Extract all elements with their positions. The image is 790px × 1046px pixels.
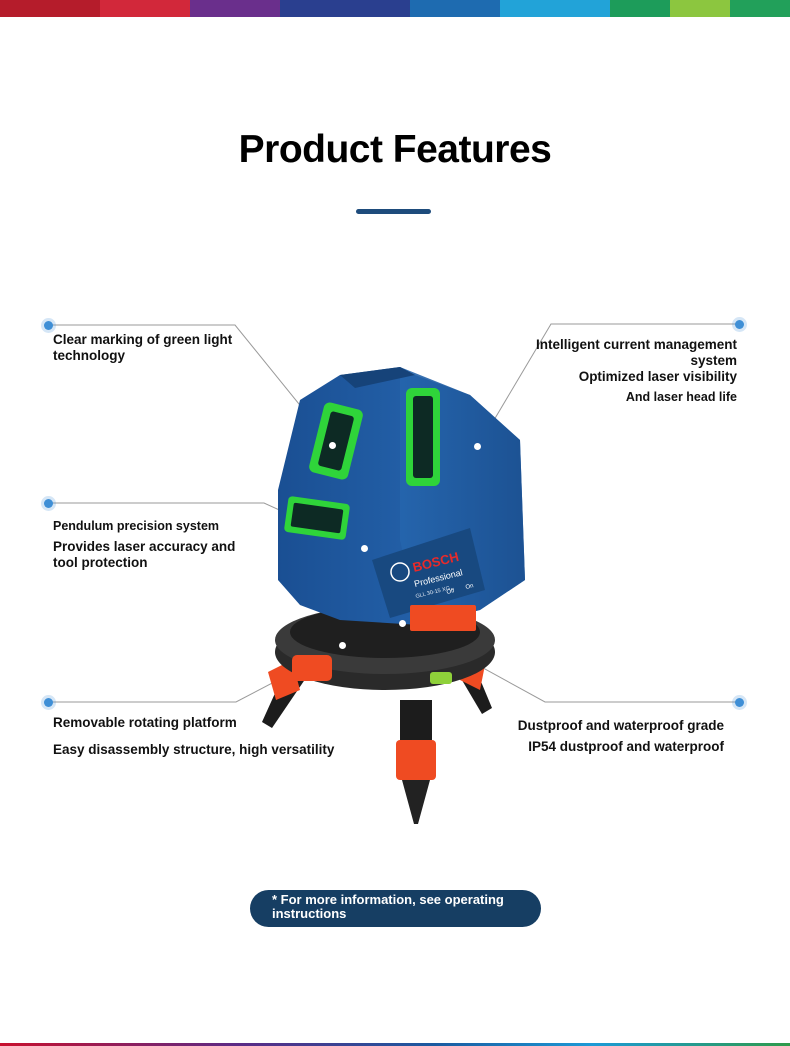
feature-platform-line1: Removable rotating platform: [53, 715, 237, 730]
feature-green-light-line2: technology: [53, 348, 126, 363]
feature-current-mgmt-line2: system: [690, 353, 737, 368]
leader-current-mgmt: [477, 323, 739, 448]
anchor-dot-current-mgmt: [474, 443, 481, 450]
switch-on-label: On: [465, 583, 474, 591]
feature-pendulum-line2: Provides laser accuracy and: [53, 539, 236, 554]
anchor-dot-dustproof: [399, 620, 406, 627]
feature-pendulum-line1: Pendulum precision system: [53, 519, 220, 533]
feature-green-light: Clear marking of green light technology: [53, 332, 273, 364]
callout-dot-green-light: [44, 321, 53, 330]
switch-off-label: Off: [446, 588, 455, 596]
bottom-color-bar: [0, 1043, 790, 1046]
feature-dustproof-line1: Dustproof and waterproof grade: [517, 718, 724, 733]
anchor-dot-platform: [339, 642, 346, 649]
callout-dot-current-mgmt: [735, 320, 744, 329]
feature-current-mgmt-line4: And laser head life: [625, 390, 737, 404]
feature-platform-line2: Easy disassembly structure, high versati…: [53, 742, 335, 757]
title-underline: [356, 209, 431, 214]
callout-dot-platform: [44, 698, 53, 707]
feature-current-mgmt: Intelligent current management system Op…: [497, 337, 737, 405]
page-title: Product Features: [238, 128, 552, 171]
device-body: BOSCH Professional GLL 30-15 XG Off On: [278, 367, 525, 631]
anchor-dot-green-light: [329, 442, 336, 449]
feature-green-light-line1: Clear marking of green light: [53, 332, 233, 347]
callout-dot-dustproof: [735, 698, 744, 707]
operating-instructions-note: * For more information, see operating in…: [250, 890, 541, 927]
feature-current-mgmt-line3: Optimized laser visibility: [578, 369, 737, 384]
feature-pendulum-line3: tool protection: [53, 555, 148, 570]
feature-current-mgmt-line1: Intelligent current management: [535, 337, 737, 352]
callout-dot-pendulum: [44, 499, 53, 508]
note-line2: instructions: [272, 906, 347, 921]
anchor-dot-pendulum: [361, 545, 368, 552]
top-color-bar: [0, 0, 790, 17]
note-line1: * For more information, see operating: [272, 892, 504, 907]
feature-pendulum: Pendulum precision system Provides laser…: [53, 518, 273, 571]
feature-dustproof-line2: IP54 dustproof and waterproof: [528, 739, 724, 754]
feature-dustproof: Dustproof and waterproof grade IP54 dust…: [480, 718, 724, 755]
feature-platform: Removable rotating platform Easy disasse…: [53, 715, 353, 758]
